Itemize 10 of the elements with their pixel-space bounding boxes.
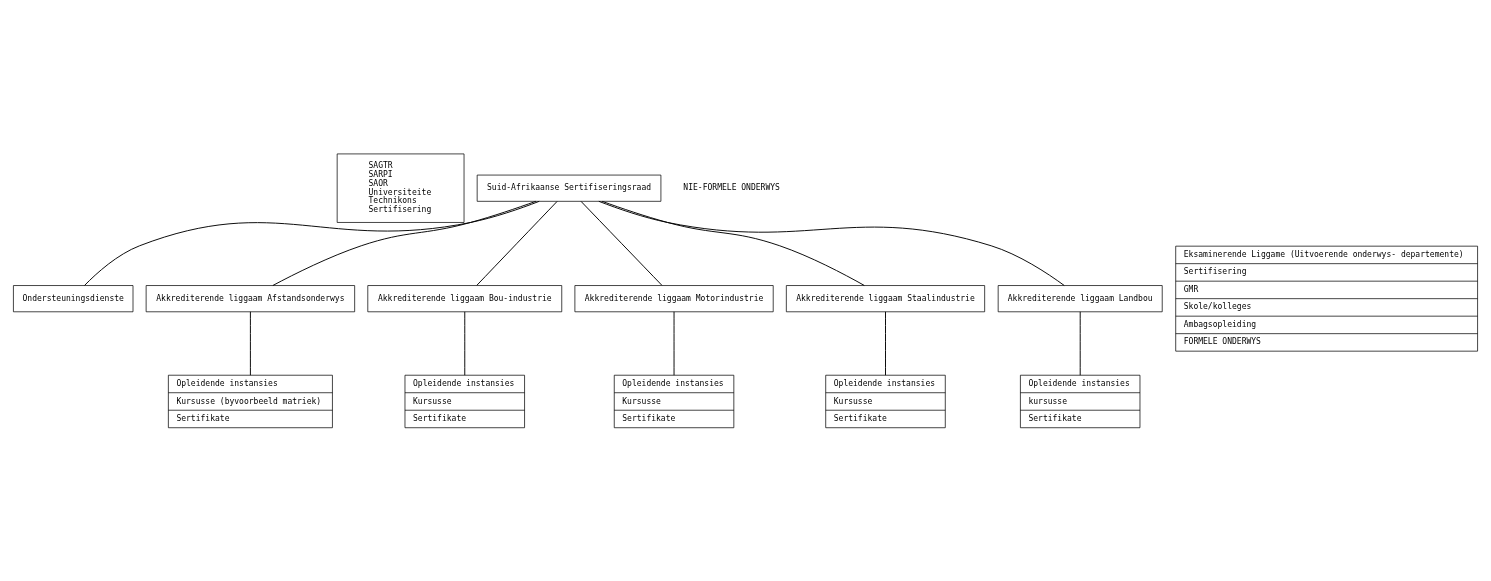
- connector: [476, 200, 558, 286]
- connector: [249, 310, 251, 376]
- connector: [272, 200, 537, 286]
- connector: [464, 310, 466, 376]
- connector: [1079, 310, 1081, 376]
- connector: [580, 200, 663, 286]
- connector: [601, 200, 865, 286]
- connector: [84, 200, 540, 286]
- connector: [885, 310, 886, 376]
- connector: [598, 200, 1065, 286]
